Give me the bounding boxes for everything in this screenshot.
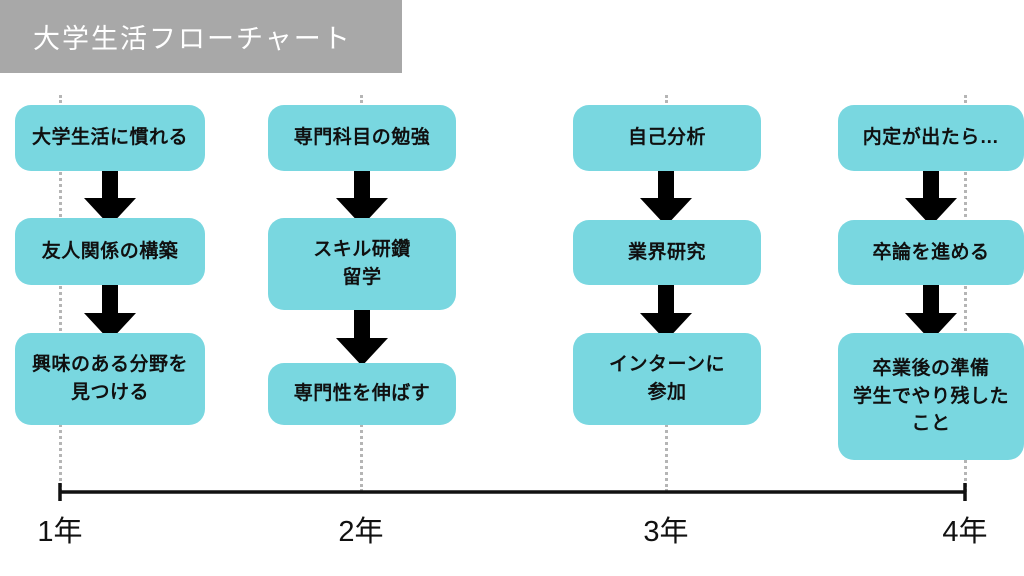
- arrow-down-c1-1: [84, 168, 136, 226]
- flow-box-c3-s1[interactable]: 自己分析: [573, 105, 761, 171]
- flow-box-c2-s2[interactable]: スキル研鑽 留学: [268, 218, 456, 310]
- flow-box-c2-s1[interactable]: 専門科目の勉強: [268, 105, 456, 171]
- flow-box-label: 卒業後の準備 学生でやり残した こと: [852, 358, 1009, 435]
- flow-box-c4-s3[interactable]: 卒業後の準備 学生でやり残した こと: [838, 333, 1024, 460]
- flow-box-c2-s3[interactable]: 専門性を伸ばす: [268, 363, 456, 425]
- arrow-down-c3-2: [640, 283, 692, 341]
- page-title: 大学生活フローチャート: [33, 24, 352, 54]
- arrow-down-c2-1: [336, 168, 388, 226]
- arrow-down-c4-1: [905, 168, 957, 226]
- flow-box-c1-s2[interactable]: 友人関係の構築: [15, 218, 205, 285]
- flow-box-label: 内定が出たら…: [862, 127, 1000, 149]
- timeline-axis: [58, 483, 967, 501]
- flow-box-label: 興味のある分野を 見つける: [31, 354, 188, 403]
- year-label-4: 4年: [942, 516, 988, 548]
- flow-box-label: 専門科目の勉強: [293, 127, 431, 149]
- year-gridline-1: [59, 95, 62, 492]
- flow-box-label: 友人関係の構築: [41, 240, 179, 262]
- flow-box-label: スキル研鑽 留学: [313, 239, 411, 288]
- arrow-down-c4-2: [905, 283, 957, 341]
- flow-box-label: 業界研究: [627, 241, 706, 263]
- year-label-2: 2年: [338, 516, 384, 548]
- flow-box-label: 自己分析: [627, 127, 706, 149]
- flow-box-c1-s3[interactable]: 興味のある分野を 見つける: [15, 333, 205, 425]
- flow-box-label: 専門性を伸ばす: [293, 383, 431, 405]
- arrow-down-c1-2: [84, 283, 136, 341]
- flow-box-c4-s2[interactable]: 卒論を進める: [838, 220, 1024, 285]
- flow-box-c3-s3[interactable]: インターンに 参加: [573, 333, 761, 425]
- flow-box-c3-s2[interactable]: 業界研究: [573, 220, 761, 285]
- flow-box-label: 卒論を進める: [872, 241, 990, 263]
- flow-box-label: インターンに 参加: [608, 354, 726, 403]
- year-label-3: 3年: [643, 516, 689, 548]
- flow-box-label: 大学生活に慣れる: [31, 127, 188, 149]
- arrow-down-c3-1: [640, 168, 692, 226]
- title-banner: 大学生活フローチャート: [0, 0, 402, 73]
- flow-box-c1-s1[interactable]: 大学生活に慣れる: [15, 105, 205, 171]
- flow-box-c4-s1[interactable]: 内定が出たら…: [838, 105, 1024, 171]
- year-label-1: 1年: [37, 516, 83, 548]
- year-gridline-4: [964, 95, 967, 492]
- arrow-down-c2-2: [336, 308, 388, 366]
